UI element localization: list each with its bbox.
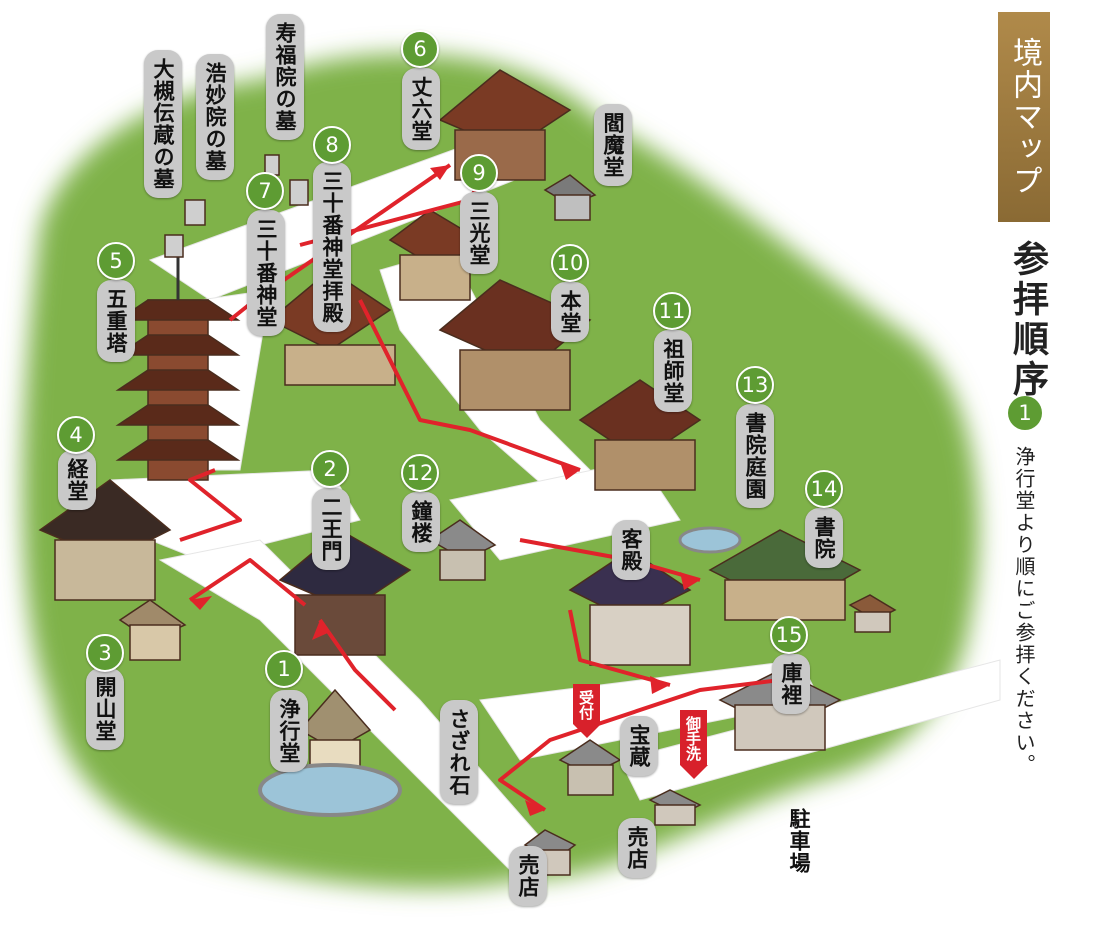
label-gojunoto: 五重塔: [97, 280, 135, 362]
badge-1: 1: [265, 650, 303, 688]
visit-order-text: 浄行堂より順にご参拝ください。: [1012, 446, 1036, 776]
label-kaisando: 開山堂: [86, 668, 124, 750]
badge-13: 13: [736, 366, 774, 404]
garden-pond: [678, 526, 742, 554]
map-title: 境内マップ: [998, 12, 1050, 222]
label-jufukuin-tomb: 寿福院の墓: [266, 14, 304, 140]
label-kuri: 庫裡: [772, 654, 810, 714]
badge-4: 4: [57, 416, 95, 454]
badge-15: 15: [770, 616, 808, 654]
badge-8: 8: [313, 126, 351, 164]
badge-3: 3: [86, 634, 124, 672]
label-sazareishi: さざれ石: [440, 700, 478, 804]
label-jogyodo: 浄行堂: [270, 690, 308, 772]
label-shoin-teien: 書院庭園: [736, 404, 774, 508]
badge-11: 11: [653, 292, 691, 330]
label-kyodo: 経堂: [58, 450, 96, 510]
label-jorokudo: 丈六堂: [402, 68, 440, 150]
label-treasury: 宝蔵: [620, 716, 658, 776]
buildings: [38, 69, 897, 876]
badge-9: 9: [460, 154, 498, 192]
label-komyoin-tomb: 浩妙院の墓: [196, 54, 234, 180]
badge-5: 5: [97, 242, 135, 280]
label-shop-bottom: 売店: [618, 818, 656, 878]
badge-6: 6: [401, 30, 439, 68]
route-arrowheads: [190, 165, 700, 816]
temizu-sign: 御手洗: [679, 710, 708, 779]
label-hondo: 本堂: [551, 282, 589, 342]
label-sanjuban-shindo: 三十番神堂: [247, 210, 285, 336]
label-shoin: 書院: [805, 508, 843, 568]
badge-10: 10: [551, 244, 589, 282]
visit-order-heading: 参拝順序: [1007, 240, 1049, 400]
label-parking: 駐車場: [787, 808, 812, 874]
badge-7: 7: [246, 172, 284, 210]
label-shoro: 鐘楼: [402, 492, 440, 552]
label-niomon: 二王門: [312, 488, 350, 570]
badge-2: 2: [311, 450, 349, 488]
badge-14: 14: [805, 470, 843, 508]
pond: [258, 763, 402, 817]
label-soshido: 祖師堂: [654, 330, 692, 412]
label-shop-center: 売店: [509, 846, 547, 906]
visit-order-badge: 1: [1008, 396, 1042, 430]
label-sanjuban-shindo-haiden: 三十番神堂拝殿: [313, 162, 351, 332]
label-sankodo: 三光堂: [460, 192, 498, 274]
label-kyakuden: 客殿: [612, 520, 650, 580]
reception-sign: 受付: [572, 684, 601, 738]
label-daikei-tomb: 大槻伝蔵の墓: [144, 50, 182, 198]
label-enmado: 閻魔堂: [594, 104, 632, 186]
badge-12: 12: [401, 454, 439, 492]
